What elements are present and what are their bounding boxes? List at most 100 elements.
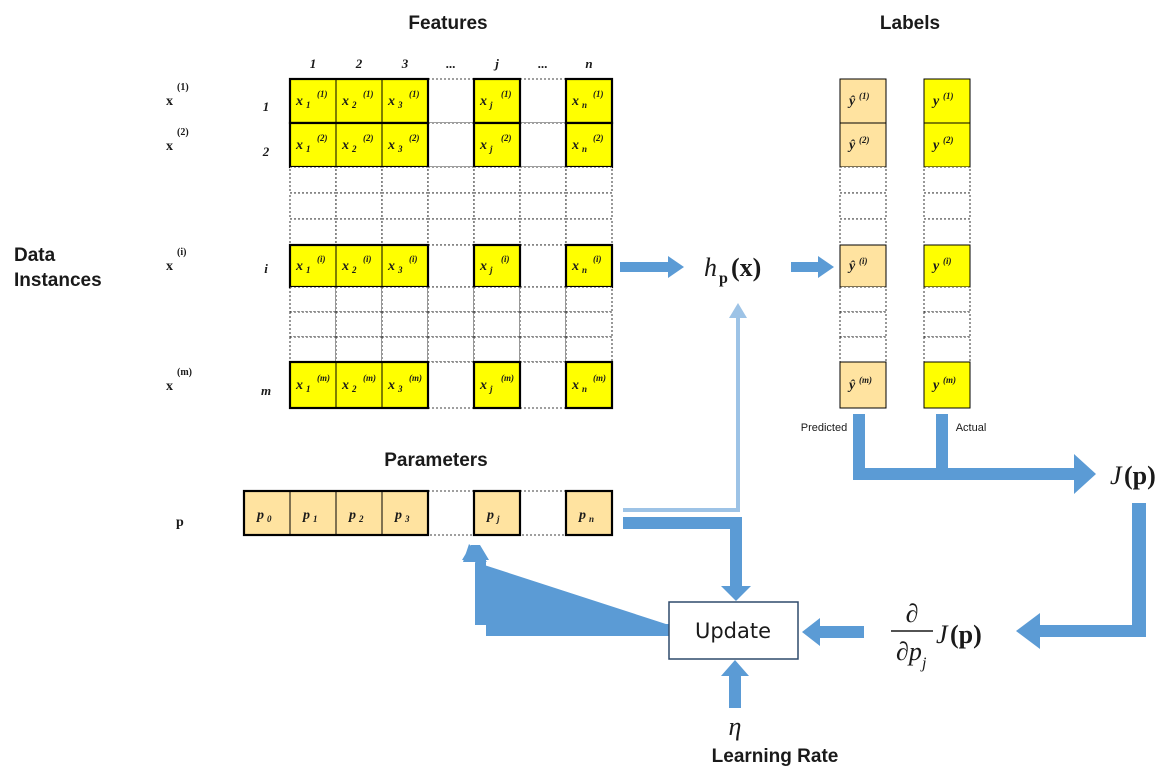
actual-label-cell — [923, 286, 971, 313]
feature-cell-sub: j — [488, 265, 493, 275]
predicted-caption: Predicted — [801, 422, 847, 434]
feature-cell-sub: 3 — [397, 265, 403, 275]
feature-cell-base: x — [295, 259, 303, 274]
actual-caption: Actual — [956, 422, 987, 434]
instance-index-1: 1 — [263, 99, 270, 114]
matrix-cell — [427, 286, 475, 313]
predicted-label-cell — [839, 192, 887, 220]
actual-label-cell — [923, 192, 971, 220]
matrix-cell — [335, 336, 383, 363]
partial-numerator: ∂ — [906, 599, 919, 628]
feature-group-border — [472, 360, 522, 410]
parameter-cell — [289, 490, 337, 536]
instance-label-sup-1: (1) — [177, 82, 189, 93]
matrix-cell — [289, 166, 337, 194]
matrix-cell — [519, 244, 567, 288]
predicted-label-sup: (i) — [859, 256, 868, 266]
predicted-label-text: ŷ(2) — [847, 135, 870, 153]
parameter-base: p — [302, 508, 310, 523]
feature-cell-base: x — [479, 138, 487, 153]
actual-label-cell — [923, 122, 971, 168]
data-instances-header-line2: Instances — [14, 270, 102, 291]
matrix-cell — [427, 122, 475, 168]
arrow-matrix-to-hypothesis — [620, 256, 684, 278]
predicted-label-cell — [839, 218, 887, 246]
matrix-cell — [427, 361, 475, 409]
matrix-cell — [335, 286, 383, 313]
feature-cell-sub: n — [582, 265, 587, 275]
actual-label-text: y(i) — [931, 256, 952, 274]
matrix-cell — [519, 192, 567, 220]
actual-label-cell — [923, 361, 971, 409]
eta-symbol: η — [729, 712, 742, 741]
matrix-cell — [473, 361, 521, 409]
matrix-cell — [473, 166, 521, 194]
parameter-sub: 3 — [404, 514, 410, 524]
parameter-base: p — [578, 508, 586, 523]
arrow-params-to-update — [623, 517, 751, 601]
feature-cell-sup: (m) — [593, 373, 606, 383]
matrix-cell — [473, 244, 521, 288]
feature-cell-sup: (m) — [317, 373, 330, 383]
predicted-label-cell — [839, 286, 887, 313]
column-header-5: j — [493, 56, 499, 71]
feature-cell-sub: 1 — [306, 384, 311, 394]
partial-denominator-sub: j — [920, 655, 927, 672]
predicted-label-sup: (1) — [859, 91, 870, 101]
predicted-label-cell — [839, 122, 887, 168]
feature-cell-sub: 3 — [397, 384, 403, 394]
feature-cell-sup: (m) — [501, 373, 514, 383]
matrix-cell — [427, 78, 475, 124]
feature-cell-base: x — [571, 138, 579, 153]
actual-label-cell — [923, 218, 971, 246]
matrix-cell — [381, 192, 429, 220]
feature-cell-sup: (i) — [501, 254, 510, 264]
matrix-cell — [565, 192, 613, 220]
matrix-cell — [427, 244, 475, 288]
matrix-cell — [565, 244, 613, 288]
instance-label-sup-2: (2) — [177, 127, 189, 138]
matrix-cell — [473, 192, 521, 220]
parameter-sub: n — [589, 514, 594, 524]
parameter-row-label: p — [176, 515, 184, 530]
feature-cell-sub: 1 — [306, 265, 311, 275]
feature-cell-sub: j — [488, 384, 493, 394]
predicted-label-text: ŷ(m) — [847, 375, 872, 393]
predicted-label-base: ŷ — [847, 138, 856, 153]
matrix-cell — [519, 311, 567, 338]
feature-cell-sub: j — [488, 100, 493, 110]
arrow-update-to-params — [463, 544, 669, 625]
parameter-cell — [243, 490, 291, 536]
parameter-base: p — [256, 508, 264, 523]
feature-cell-sub: n — [582, 100, 587, 110]
hypothesis-formula: h p (x) — [704, 253, 761, 287]
parameter-cell — [381, 490, 429, 536]
matrix-cell — [565, 361, 613, 409]
arrow-hypothesis-to-labels — [791, 256, 834, 278]
actual-label-base: y — [931, 138, 940, 153]
feature-cell-sub: 2 — [351, 100, 357, 110]
predicted-label-base: ŷ — [847, 378, 856, 393]
matrix-cell — [427, 192, 475, 220]
matrix-cell — [519, 286, 567, 313]
feature-cell-sub: 2 — [351, 384, 357, 394]
matrix-cell — [381, 286, 429, 313]
column-header-2: 2 — [355, 56, 363, 71]
matrix-cell — [519, 166, 567, 194]
feature-cell-sup: (i) — [363, 254, 372, 264]
feature-cell-sub: 2 — [351, 144, 357, 154]
label-columns: ŷ(1)ŷ(2)ŷ(i)ŷ(m)y(1)y(2)y(i)y(m) — [839, 78, 971, 409]
